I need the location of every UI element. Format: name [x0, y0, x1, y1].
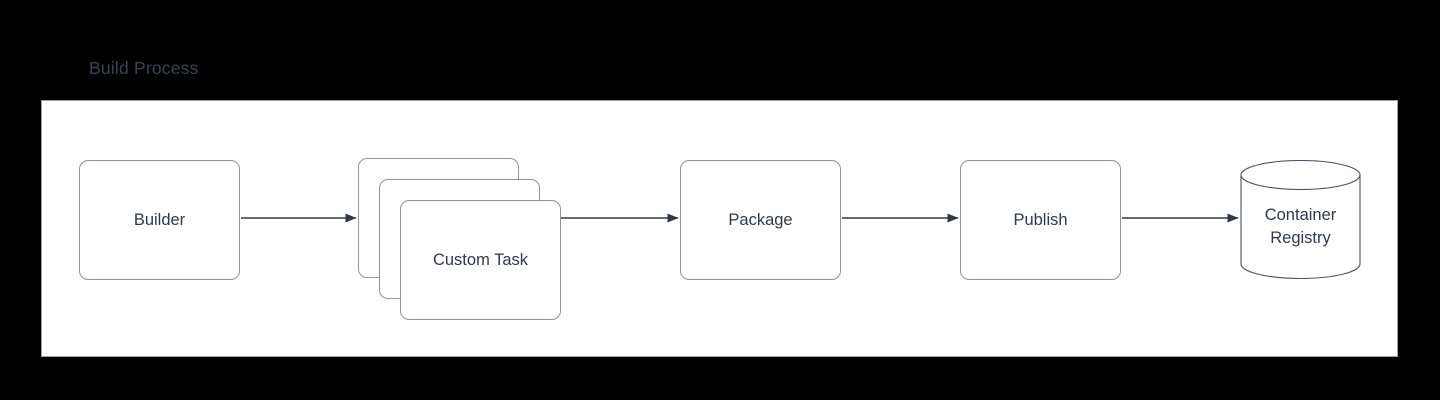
group-title: Build Process — [89, 58, 199, 78]
node-package[interactable]: Package — [680, 160, 841, 280]
node-custom-task-label: Custom Task — [432, 250, 529, 269]
node-package-label: Package — [728, 210, 793, 229]
node-custom-task[interactable]: Custom Task — [400, 200, 561, 320]
node-publish[interactable]: Publish — [960, 160, 1121, 280]
node-container-registry[interactable]: Container Registry — [1240, 160, 1361, 279]
cylinder-shape — [1240, 160, 1361, 279]
node-builder[interactable]: Builder — [79, 160, 240, 280]
node-publish-label: Publish — [1013, 210, 1068, 229]
node-builder-label: Builder — [133, 210, 186, 229]
